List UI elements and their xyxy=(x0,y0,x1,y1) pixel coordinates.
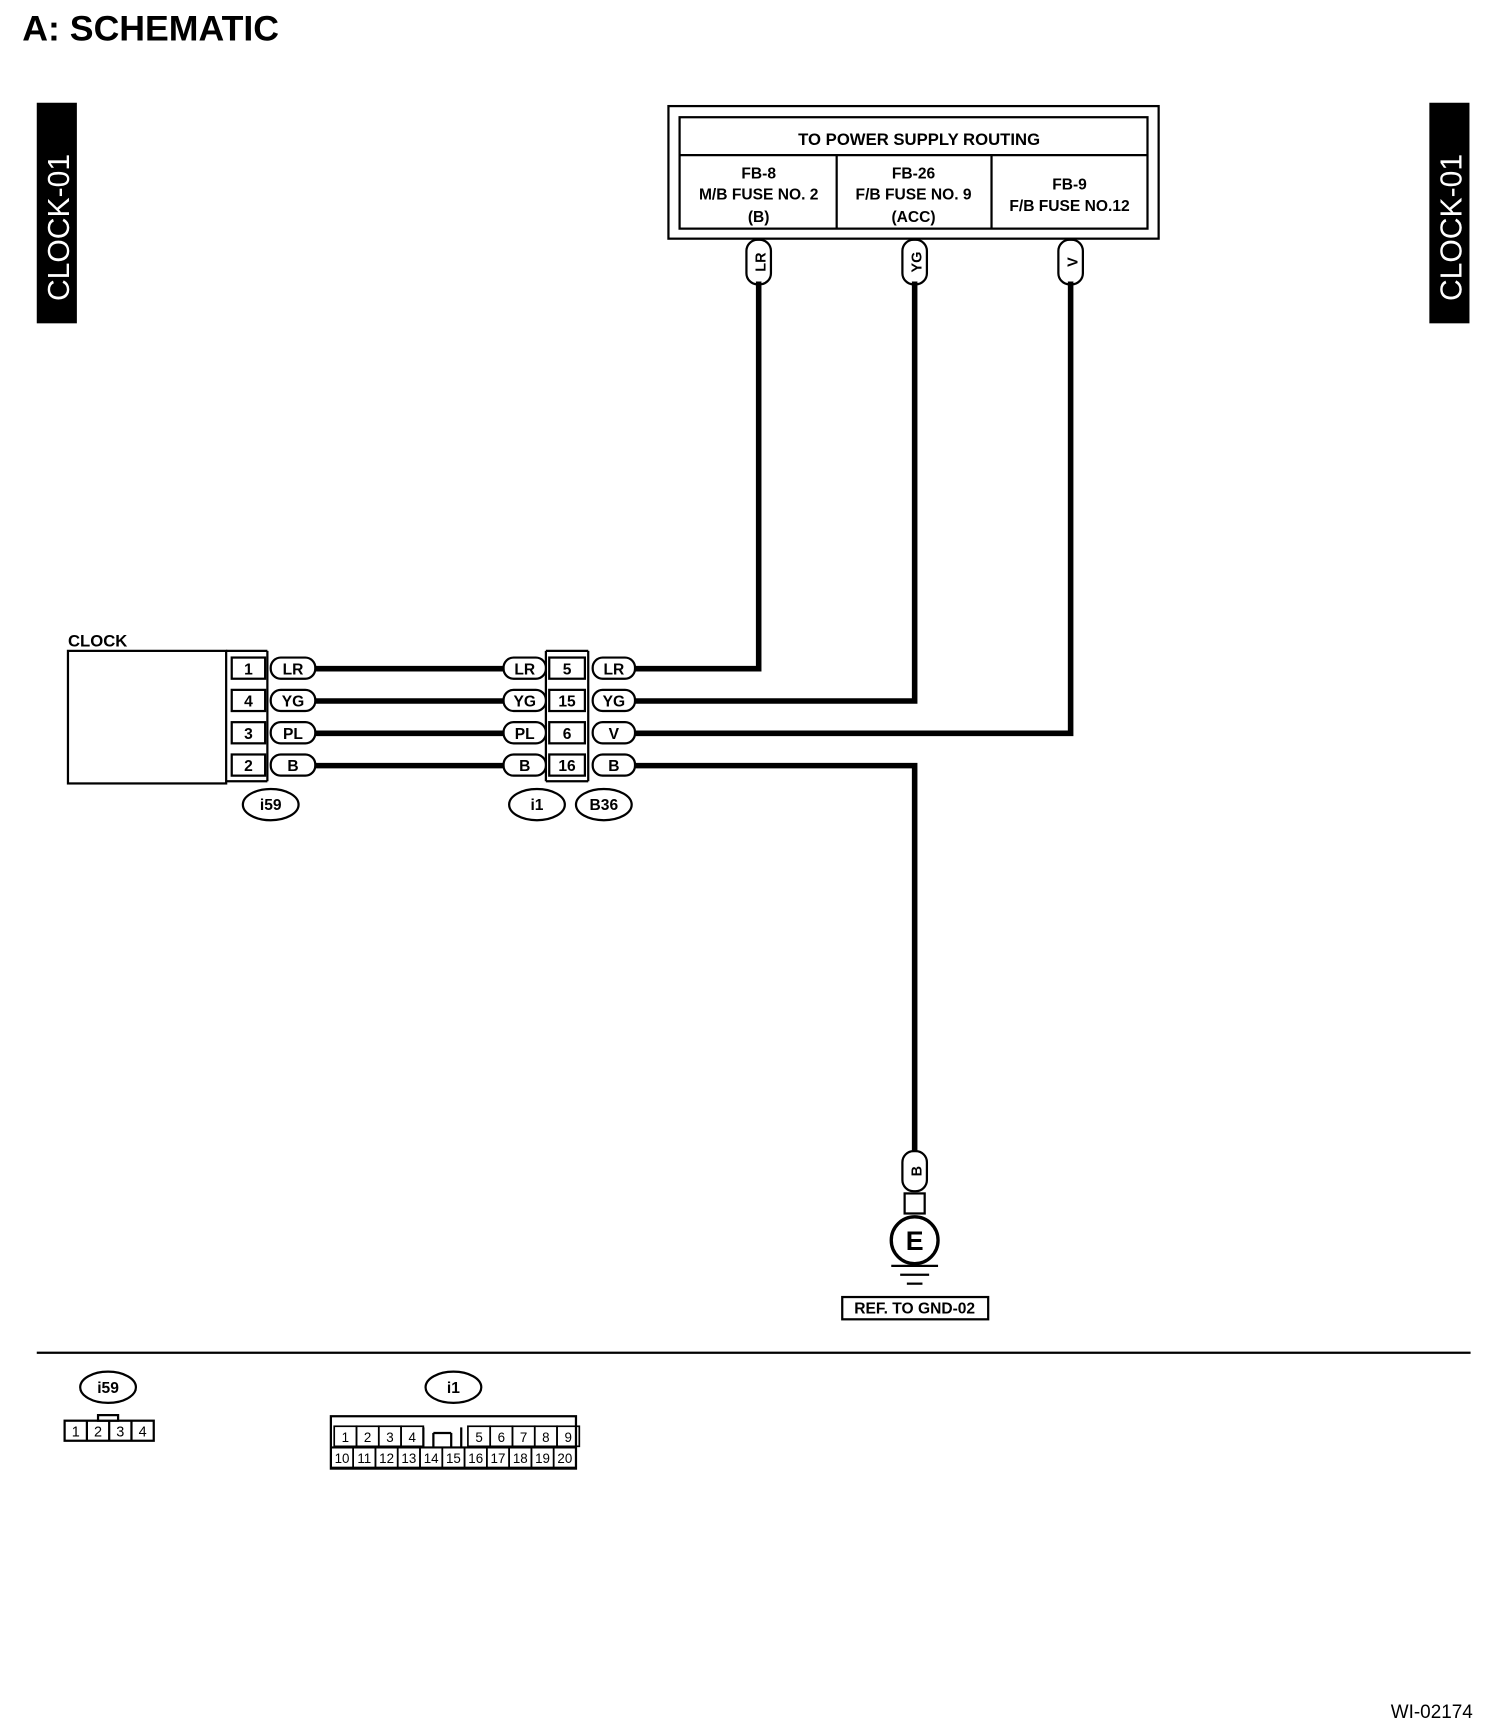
clock-pin-2: 2 xyxy=(244,758,253,775)
i1-bottom-pin-14: 14 xyxy=(424,1451,439,1466)
i1-bottom-pin-10: 10 xyxy=(335,1451,350,1466)
i1-top-cell-4 xyxy=(400,1425,425,1448)
clock-pin-row-1: 1 LR xyxy=(230,656,317,680)
i1-bottom-cell-20 xyxy=(552,1446,577,1469)
i1-top-pin-8: 8 xyxy=(542,1430,549,1445)
i1-top-pin-4: 4 xyxy=(408,1430,416,1445)
b36-pin-6: 6 xyxy=(563,726,572,743)
clock-unit: CLOCK xyxy=(66,631,269,785)
b36-pin-15: 15 xyxy=(558,694,576,711)
clock-wire-label-2: YG xyxy=(282,694,305,711)
ground-assembly: B E REF. TO GND-02 xyxy=(841,1149,990,1321)
figure-id: WI-02174 xyxy=(1391,1702,1473,1723)
connector-view-i59: i59 1 2 3 4 xyxy=(63,1370,155,1442)
clock-pin-1: 1 xyxy=(244,661,253,678)
i1-bottom-row: 10 11 12 13 14 15 16 17 18 19 20 xyxy=(330,1446,577,1469)
i1-wire-label-3: PL xyxy=(515,726,535,743)
power-wire-label-lr: LR xyxy=(745,238,773,286)
ground-reference: REF. TO GND-02 xyxy=(854,1301,975,1318)
i1-wire-label-4: B xyxy=(519,758,530,775)
power-wire-label-v: V xyxy=(1057,238,1084,286)
i59-pin-1: 1 xyxy=(72,1424,80,1440)
right-side-tab: CLOCK-01 xyxy=(1429,102,1470,324)
clock-pin-row-4: 2 B xyxy=(230,753,317,777)
i1-bottom-pin-20: 20 xyxy=(557,1451,572,1466)
power-wire-label-yg: YG xyxy=(901,238,929,286)
clock-pin-3: 3 xyxy=(244,726,253,743)
i1-top-cell-9 xyxy=(556,1425,581,1448)
i1-bottom-pin-15: 15 xyxy=(446,1451,461,1466)
fuse-cell-1-line2: M/B FUSE NO. 2 xyxy=(699,187,819,204)
wires xyxy=(312,281,1074,1154)
i1-bottom-pin-18: 18 xyxy=(513,1451,528,1466)
wire-v xyxy=(632,281,1074,737)
section-title: A: SCHEMATIC xyxy=(22,8,279,48)
clock-pin-row-3: 3 PL xyxy=(230,721,317,745)
fuse-cell-3-line2: F/B FUSE NO.12 xyxy=(1009,198,1130,215)
left-side-tab: CLOCK-01 xyxy=(36,102,77,324)
ground-wire-label: B xyxy=(909,1166,925,1176)
b36-wire-label-2: YG xyxy=(603,694,626,711)
i1-bottom-pin-13: 13 xyxy=(401,1451,416,1466)
i1-wire-label-1: LR xyxy=(514,661,535,678)
b36-pin-16: 16 xyxy=(558,758,576,775)
connector-tag-i1-text: i1 xyxy=(530,797,543,814)
clock-wire-label-3: PL xyxy=(283,726,303,743)
fuse-cell-2-line2: F/B FUSE NO. 9 xyxy=(856,187,972,204)
i1-wire-label-2: YG xyxy=(513,694,536,711)
i1-bottom-pin-16: 16 xyxy=(468,1451,483,1466)
clock-wire-label-1: LR xyxy=(283,661,304,678)
fuse-cell-3-line1: FB-9 xyxy=(1052,177,1087,194)
i1-top-pin-1: 1 xyxy=(342,1430,349,1445)
clock-label: CLOCK xyxy=(68,631,127,650)
connector-tag-i1: i1 xyxy=(508,787,566,822)
i59-pin-3: 3 xyxy=(116,1424,124,1440)
clock-pin-4: 4 xyxy=(244,694,253,711)
i1-top-pin-3: 3 xyxy=(386,1430,393,1445)
connector-tag-b36-text: B36 xyxy=(590,797,619,814)
power-wire-label-lr-text: LR xyxy=(753,252,769,272)
power-wire-label-yg-text: YG xyxy=(909,252,925,273)
clock-pin-row-2: 4 YG xyxy=(230,688,317,713)
power-supply-box: TO POWER SUPPLY ROUTING FB-8 M/B FUSE NO… xyxy=(667,104,1160,240)
fuse-cell-1-line1: FB-8 xyxy=(741,166,776,183)
i1-top-pin-2: 2 xyxy=(364,1430,371,1445)
i59-pin-2: 2 xyxy=(94,1424,102,1440)
right-side-tab-label: CLOCK-01 xyxy=(1436,154,1469,301)
ground-symbol xyxy=(889,1215,940,1266)
i1-bottom-pin-12: 12 xyxy=(379,1451,394,1466)
connector-tag-i59-text: i59 xyxy=(260,797,282,814)
i1-top-pin-5: 5 xyxy=(475,1430,482,1445)
wire-b-ground xyxy=(632,762,918,1154)
wire-lr xyxy=(632,281,762,672)
b36-wire-label-4: B xyxy=(608,758,619,775)
b36-wire-label-1: LR xyxy=(603,661,624,678)
connector-view-i1-label: i1 xyxy=(447,1380,460,1397)
i1-top-pin-9: 9 xyxy=(564,1430,571,1445)
clock-wire-label-4: B xyxy=(287,758,298,775)
power-wire-label-v-text: V xyxy=(1065,257,1081,267)
power-box-header: TO POWER SUPPLY ROUTING xyxy=(798,130,1040,149)
fuse-cell-1-line3: (B) xyxy=(748,209,770,226)
ground-symbol-letter: E xyxy=(906,1226,924,1256)
connector-tag-b36: B36 xyxy=(574,787,633,822)
i1-bottom-pin-17: 17 xyxy=(491,1451,506,1466)
wire-yg xyxy=(632,281,918,704)
i1-top-pin-7: 7 xyxy=(520,1430,527,1445)
i1-bottom-pin-11: 11 xyxy=(357,1451,371,1466)
i1-top-pin-6: 6 xyxy=(498,1430,505,1445)
connector-view-i59-label: i59 xyxy=(97,1380,119,1397)
left-side-tab-label: CLOCK-01 xyxy=(43,154,76,301)
connector-tag-i59: i59 xyxy=(241,787,300,822)
fuse-cell-2-line3: (ACC) xyxy=(891,209,935,226)
fuse-cell-2-line1: FB-26 xyxy=(892,166,936,183)
i59-pin-4: 4 xyxy=(139,1424,147,1440)
b36-wire-label-3: V xyxy=(609,726,620,743)
middle-connector: LR 5 LR YG 15 YG PL 6 V B 16 B xyxy=(502,649,637,783)
b36-pin-5: 5 xyxy=(563,661,572,678)
i1-bottom-pin-19: 19 xyxy=(535,1451,550,1466)
